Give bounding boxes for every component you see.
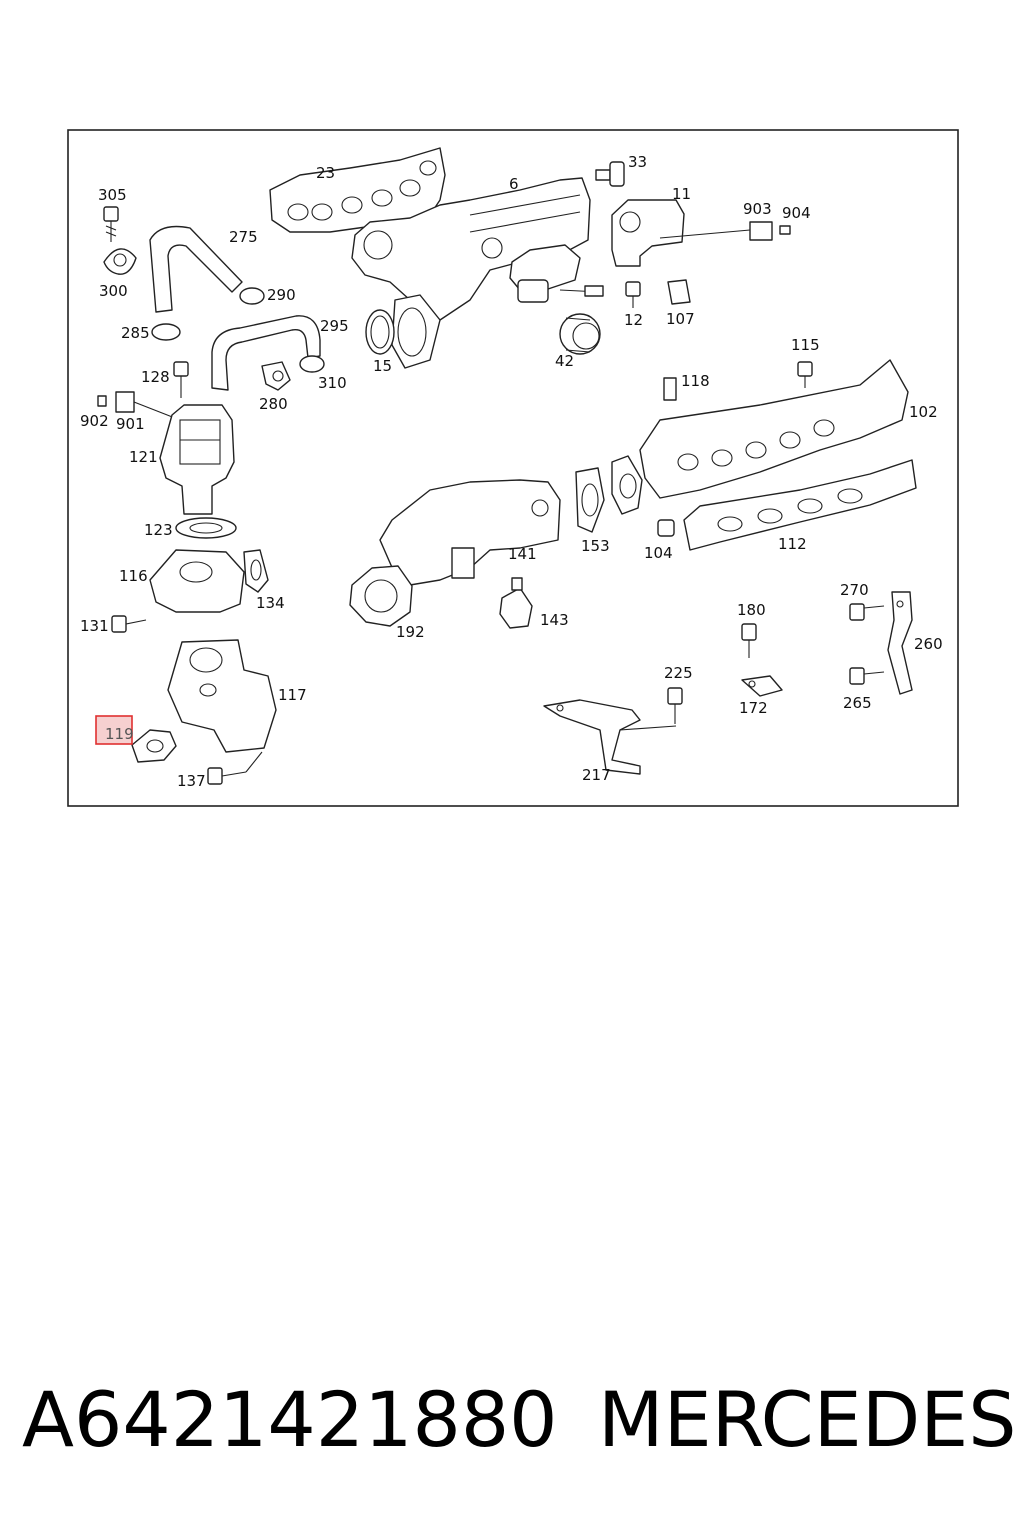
parts-diagram: 23 6 33 305 11 903 904 275 300 290 12 10… (67, 129, 959, 807)
part-42-sleeve (559, 313, 601, 355)
callout-121: 121 (129, 448, 158, 466)
part-131-bolt (111, 615, 147, 633)
callout-904: 904 (782, 204, 811, 222)
callout-134: 134 (256, 594, 285, 612)
part-number: A6421421880 (22, 1375, 558, 1464)
callout-902: 902 (80, 412, 109, 430)
part-285-clamp (151, 323, 181, 341)
part-265-bolt (849, 667, 885, 685)
callout-12: 12 (624, 311, 643, 329)
part-33-bolt (595, 161, 625, 187)
part-172-bracket (741, 675, 783, 697)
part-901-connector (115, 391, 181, 421)
callout-33: 33 (628, 153, 647, 171)
part-290-clamp (239, 287, 265, 305)
part-192-gasket (349, 565, 413, 627)
callout-117: 117 (278, 686, 307, 704)
part-118-tag (663, 377, 677, 401)
callout-901: 901 (116, 415, 145, 433)
callout-107: 107 (666, 310, 695, 328)
callout-903: 903 (743, 200, 772, 218)
part-260-bracket (887, 591, 913, 695)
part-107-clip (667, 279, 691, 305)
part-12-bolt (625, 281, 641, 308)
callout-180: 180 (737, 601, 766, 619)
part-throttle-actuator (509, 244, 604, 303)
callout-275: 275 (229, 228, 258, 246)
part-180-bolt (741, 623, 757, 658)
part-225-bolt (667, 687, 683, 724)
callout-285: 285 (121, 324, 150, 342)
callout-112: 112 (778, 535, 807, 553)
callout-172: 172 (739, 699, 768, 717)
part-102-manifold (611, 359, 909, 515)
part-903-connector (749, 221, 773, 241)
callout-290: 290 (267, 286, 296, 304)
part-112-gasket (683, 459, 917, 551)
part-128-bolt (173, 361, 189, 398)
callout-131: 131 (80, 617, 109, 635)
part-137-bolt (207, 751, 263, 785)
callout-280: 280 (259, 395, 288, 413)
part-300-clamp (103, 248, 137, 275)
callout-300: 300 (99, 282, 128, 300)
callout-192: 192 (396, 623, 425, 641)
callout-119: 119 (105, 725, 134, 743)
callout-153: 153 (581, 537, 610, 555)
callout-128: 128 (141, 368, 170, 386)
part-115-bolt (797, 361, 813, 388)
part-119-gasket (131, 729, 177, 763)
part-104-plug (657, 519, 675, 537)
callout-118: 118 (681, 372, 710, 390)
part-121-egr-valve (159, 404, 235, 515)
callout-143: 143 (540, 611, 569, 629)
callout-116: 116 (119, 567, 148, 585)
callout-137: 137 (177, 772, 206, 790)
highlight-box-119 (95, 715, 133, 745)
part-141-pipe (379, 479, 561, 586)
callout-42: 42 (555, 352, 574, 370)
part-217-bracket (543, 699, 677, 775)
callout-217: 217 (582, 766, 611, 784)
part-117-cooler (167, 639, 277, 753)
part-280-clip (261, 361, 291, 391)
part-153-gasket (575, 467, 605, 533)
part-305-bolt (103, 206, 119, 242)
callout-310: 310 (318, 374, 347, 392)
brand-name: MERCEDES (598, 1375, 1017, 1464)
part-23-gasket (269, 147, 446, 233)
callout-11: 11 (672, 185, 691, 203)
part-123-gasket (175, 517, 237, 539)
callout-141: 141 (508, 545, 537, 563)
part-270-bolt (849, 603, 885, 621)
part-134-gasket (243, 549, 269, 593)
footer: A6421421880 MERCEDES (0, 1360, 1024, 1480)
callout-labels: 23 6 33 305 11 903 904 275 300 290 12 10… (80, 153, 943, 790)
callout-295: 295 (320, 317, 349, 335)
part-902-pin (97, 395, 107, 407)
part-275-hose (149, 225, 243, 313)
callout-225: 225 (664, 664, 693, 682)
callout-270: 270 (840, 581, 869, 599)
part-11-valve (611, 199, 751, 267)
callout-102: 102 (909, 403, 938, 421)
part-15-oring (365, 309, 395, 355)
callout-260: 260 (914, 635, 943, 653)
part-310-clamp (299, 355, 325, 373)
callout-23: 23 (316, 164, 335, 182)
callout-265: 265 (843, 694, 872, 712)
part-6-intake-manifold (351, 177, 591, 369)
callout-123: 123 (144, 521, 173, 539)
callout-115: 115 (791, 336, 820, 354)
callout-305: 305 (98, 186, 127, 204)
callout-104: 104 (644, 544, 673, 562)
callout-15: 15 (373, 357, 392, 375)
part-116-housing (149, 549, 245, 613)
part-143-sensor (499, 577, 533, 629)
part-904-pin (779, 225, 791, 235)
callout-6: 6 (509, 175, 519, 193)
